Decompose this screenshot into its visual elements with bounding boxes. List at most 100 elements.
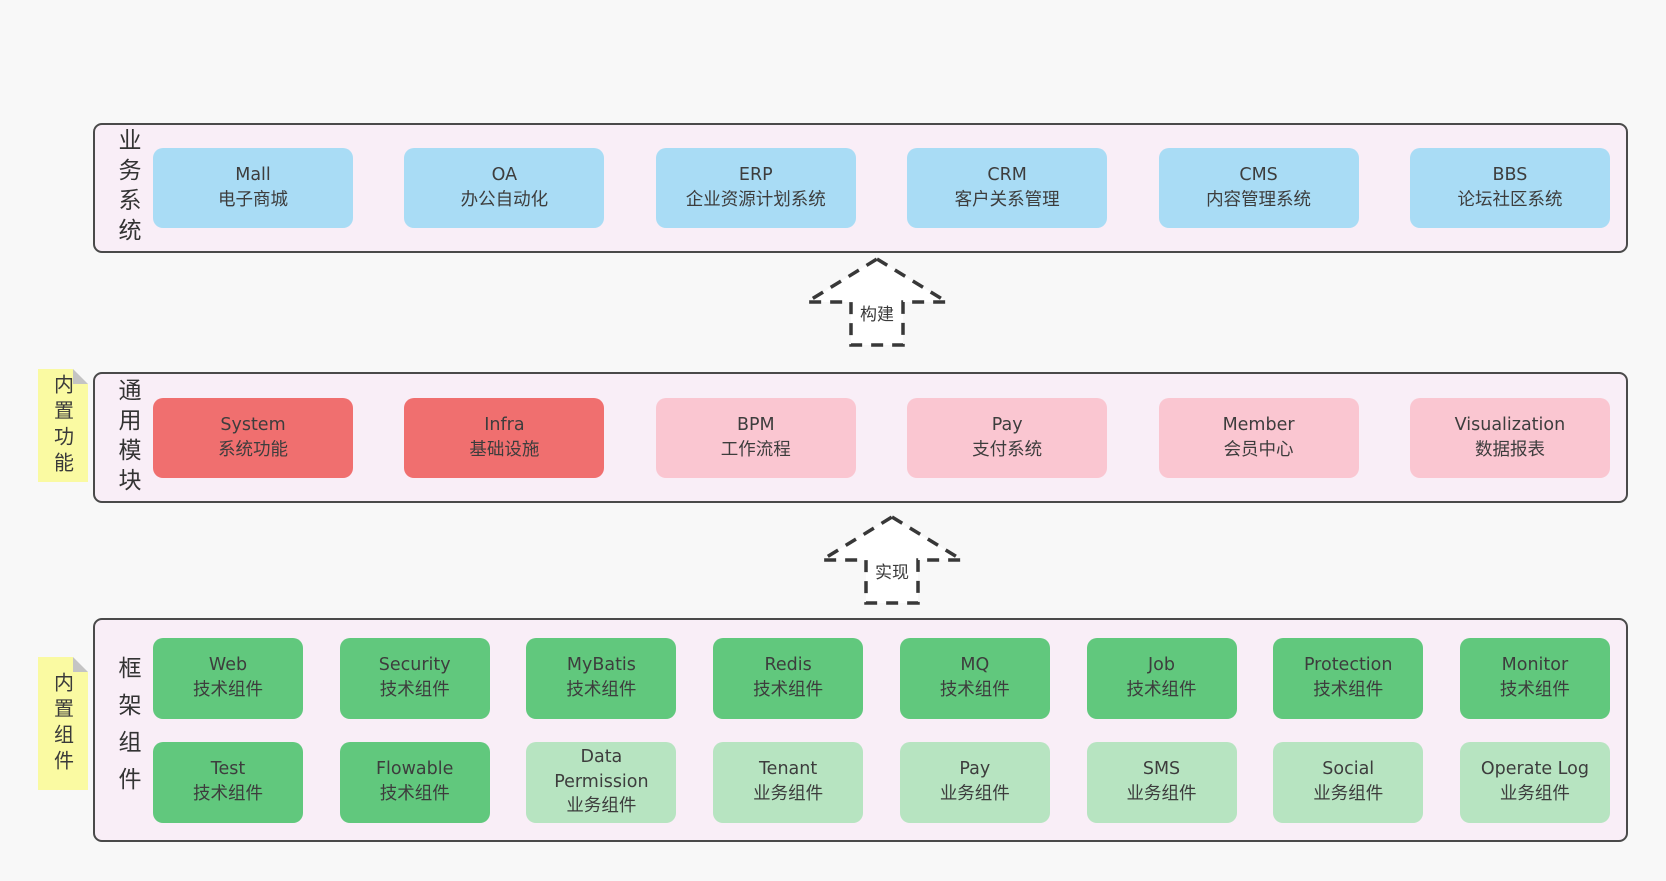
module-box-tenant: Tenant 业务组件 [713,741,864,823]
box-desc: 技术组件 [379,784,450,804]
sticky-tag-label: 内置组件 [50,671,75,776]
box-name: ERP [738,165,773,186]
box-desc: 业务组件 [1313,784,1384,804]
module-box-member: Member 会员中心 [1158,397,1359,478]
box-desc: 技术组件 [1499,680,1570,700]
box-name: Social [1322,759,1375,780]
arrow-implement-label: 实现 [872,558,912,583]
module-box-social: Social 业务组件 [1273,741,1424,823]
box-name: Infra [484,414,525,435]
module-box-data-permission: Data Permission 业务组件 [526,741,677,823]
module-box-web: Web 技术组件 [153,637,303,719]
module-box-sms: SMS 业务组件 [1086,741,1237,823]
box-name: Pay [959,759,991,780]
module-box-cms: CMS 内容管理系统 [1158,148,1359,228]
box-desc: 业务组件 [753,784,824,804]
box-desc: 技术组件 [193,680,263,700]
folded-corner-icon [73,657,88,672]
box-name: Member [1222,414,1295,435]
box-desc: 业务组件 [566,796,637,817]
box-name: Security [378,655,451,676]
box-desc: 支付系统 [972,439,1043,460]
box-desc: 基础设施 [469,439,540,460]
box-desc: 技术组件 [753,680,824,700]
box-desc: 技术组件 [379,680,450,700]
module-box-mall: Mall 电子商城 [153,148,353,228]
layer-common-modules: 内置功能 通用模块 System 系统功能 Infra 基础设施 BPM 工作流程 Pay 支… [38,369,1628,503]
box-name: OA [491,165,518,186]
module-box-flowable: Flowable 技术组件 [339,741,490,823]
box-name: SMS [1142,759,1181,780]
box-desc: 内容管理系统 [1206,190,1312,210]
module-box-crm: CRM 客户关系管理 [907,148,1108,228]
module-box-oa: OA 办公自动化 [404,148,605,228]
module-box-monitor: Monitor 技术组件 [1459,637,1610,719]
box-desc: 业务组件 [1499,784,1570,804]
module-box-mq: MQ 技术组件 [899,637,1050,719]
box-name: CMS [1239,165,1278,186]
box-name: CRM [987,165,1027,186]
layer-label-components: 框架组件 [114,656,140,804]
box-name: Visualization [1454,414,1566,435]
folded-corner-icon [73,369,88,384]
box-name: MQ [960,655,990,676]
module-box-redis: Redis 技术组件 [713,637,864,719]
box-name: BPM [736,414,775,435]
box-name: Web [208,655,248,676]
box-desc: 系统功能 [218,439,288,460]
module-box-protection: Protection 技术组件 [1273,637,1424,719]
box-desc: 会员中心 [1223,439,1294,460]
box-desc: 办公自动化 [460,190,549,210]
layer-label-business: 业务系统 [114,128,140,248]
box-name: System [220,414,286,435]
arrow-build: 构建 [804,256,950,348]
box-name: Flowable [375,759,454,780]
box-name: Protection [1303,655,1393,676]
layer-modules-rows: System 系统功能 Infra 基础设施 BPM 工作流程 Pay 支付系统 Member 会… [149,374,1626,501]
layer-label-modules: 通用模块 [114,377,140,498]
box-desc: 客户关系管理 [954,190,1060,210]
box-name: BBS [1492,165,1528,186]
box-desc: 工作流程 [720,439,791,460]
box-name: Monitor [1501,655,1569,676]
box-desc: 业务组件 [939,784,1010,804]
module-box-bpm: BPM 工作流程 [655,397,856,478]
box-desc: 技术组件 [1126,680,1197,700]
box-desc: 技术组件 [193,784,263,804]
box-name: Mall [235,165,271,186]
box-desc: 电子商城 [218,190,288,210]
box-desc: 技术组件 [939,680,1010,700]
box-row: System 系统功能 Infra 基础设施 BPM 工作流程 Pay 支付系统 Member 会… [153,397,1610,478]
box-name: Redis [764,655,812,676]
box-desc: 业务组件 [1126,784,1197,804]
module-box-bbs: BBS 论坛社区系统 [1409,148,1610,228]
module-box-infra: Infra 基础设施 [404,397,605,478]
module-box-pay: Pay 业务组件 [899,741,1050,823]
module-box-operate-log: Operate Log 业务组件 [1459,741,1610,823]
box-name: Data Permission [554,746,649,792]
sticky-tag-built-in-components: 内置组件 [38,657,88,790]
box-name: Operate Log [1480,759,1589,780]
module-box-system: System 系统功能 [153,397,353,478]
arrow-build-label: 构建 [857,300,897,325]
box-desc: 技术组件 [566,680,637,700]
module-box-pay: Pay 支付系统 [907,397,1108,478]
sticky-tag-label: 内置功能 [50,373,75,478]
box-desc: 论坛社区系统 [1457,190,1563,210]
box-name: Pay [991,414,1023,435]
box-desc: 技术组件 [1313,680,1384,700]
box-name: Tenant [758,759,818,780]
box-desc: 数据报表 [1474,439,1545,460]
